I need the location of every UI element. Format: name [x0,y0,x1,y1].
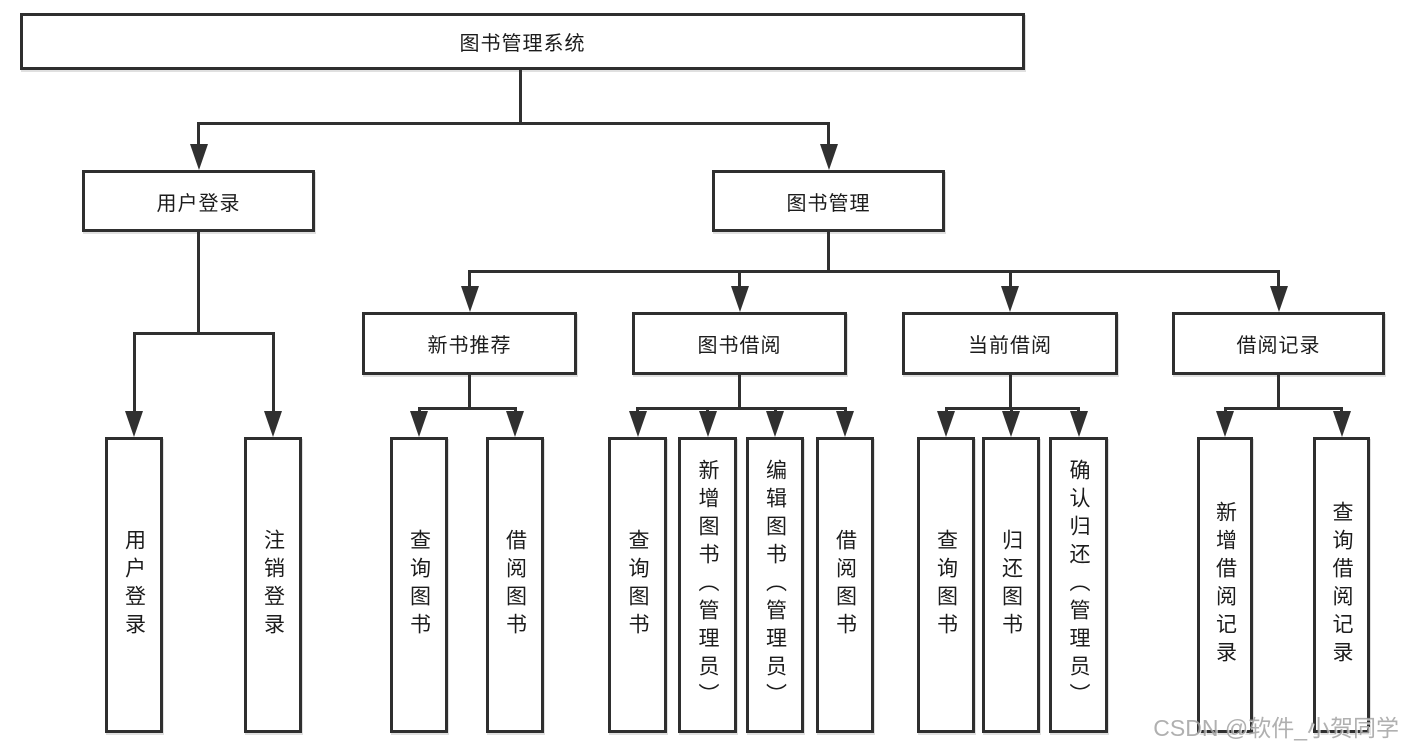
node-query-books: 查询图书 [390,437,448,733]
node-user-login: 用户登录 [82,170,315,232]
arrow-down-icon [1069,411,1088,437]
connector-bus-line [132,331,275,335]
node-edit-books-admin: 编辑图书（管理员） [746,437,804,733]
node-label: 用户登录 [122,529,146,641]
arrow-down-icon [506,411,524,437]
watermark: CSDN @软件_小贺同学 [1153,715,1399,741]
node-label: 用户登录 [156,192,241,215]
node-query-borrow-record: 查询借阅记录 [1313,437,1370,733]
node-label: 新书推荐 [427,335,512,357]
arrow-down-icon [1002,411,1020,437]
node-label: 查询图书 [407,529,431,641]
connector-drop-line [271,333,275,415]
node-label: 注销登录 [261,529,285,641]
node-logout: 注销登录 [244,437,302,733]
node-label: 查询借阅记录 [1330,501,1353,669]
connector-drop-line [1277,271,1280,290]
node-label: 图书管理系统 [459,33,586,55]
node-borrow-books: 借阅图书 [486,437,544,733]
connector-stem-line [827,232,830,273]
node-confirm-return-admin: 确认归还（管理员） [1049,437,1108,733]
node-label: 归还图书 [999,529,1023,641]
node-label: 图书借阅 [697,335,782,357]
connector-bus-line [197,121,830,125]
connector-drop-line [827,123,830,148]
connector-bus-line [636,406,847,410]
connector-stem-line [468,375,471,410]
node-label: 借阅图书 [503,529,527,641]
arrow-down-icon [1269,286,1288,312]
connector-drop-line [468,271,471,290]
node-book-borrowing: 图书借阅 [632,312,847,375]
arrow-down-icon [1001,286,1019,312]
node-label: 借阅图书 [833,529,857,641]
connector-bus-line [468,269,1280,273]
connector-stem-line [518,70,522,125]
arrow-down-icon [460,286,479,312]
arrow-down-icon [264,411,282,437]
arrow-down-icon [189,144,208,170]
arrow-down-icon [766,411,784,437]
arrow-down-icon [937,411,955,437]
arrow-down-icon [628,411,647,437]
connector-drop-line [197,123,200,148]
node-return-books: 归还图书 [982,437,1040,733]
node-label: 当前借阅 [968,335,1052,357]
node-label: 查询图书 [934,529,958,641]
node-library-management-system: 图书管理系统 [20,13,1025,70]
connector-drop-line [132,333,136,415]
node-label: 借阅记录 [1236,335,1321,357]
node-label: 新增图书（管理员） [696,459,719,711]
node-label: 图书管理 [786,192,871,215]
node-borrow-books: 借阅图书 [816,437,874,733]
node-label: 新增借阅记录 [1213,501,1237,669]
node-query-books: 查询图书 [608,437,667,733]
connector-bus-line [1223,406,1343,410]
node-current-borrowing: 当前借阅 [902,312,1118,375]
connector-stem-line [197,232,200,335]
arrow-down-icon [1216,411,1234,437]
node-book-management: 图书管理 [712,170,945,232]
arrow-down-icon [1332,411,1351,437]
arrow-down-icon [836,411,854,437]
connector-drop-line [1008,271,1012,290]
connector-stem-line [1008,375,1012,410]
arrow-down-icon [410,411,428,437]
connector-stem-line [738,375,741,410]
arrow-down-icon [730,286,749,312]
node-new-book-recommendation: 新书推荐 [362,312,577,375]
connector-stem-line [1277,375,1280,410]
connector-bus-line [417,406,517,410]
node-label: 确认归还（管理员） [1067,459,1090,711]
node-label: 编辑图书（管理员） [763,459,787,711]
node-add-books-admin: 新增图书（管理员） [678,437,737,733]
connector-drop-line [738,271,741,290]
node-borrowing-records: 借阅记录 [1172,312,1385,375]
node-query-books: 查询图书 [917,437,975,733]
node-add-borrow-record: 新增借阅记录 [1197,437,1253,733]
arrow-down-icon [125,411,143,437]
arrow-down-icon [698,411,717,437]
node-user-login-leaf: 用户登录 [105,437,163,733]
node-label: 查询图书 [626,529,649,641]
arrow-down-icon [819,144,838,170]
